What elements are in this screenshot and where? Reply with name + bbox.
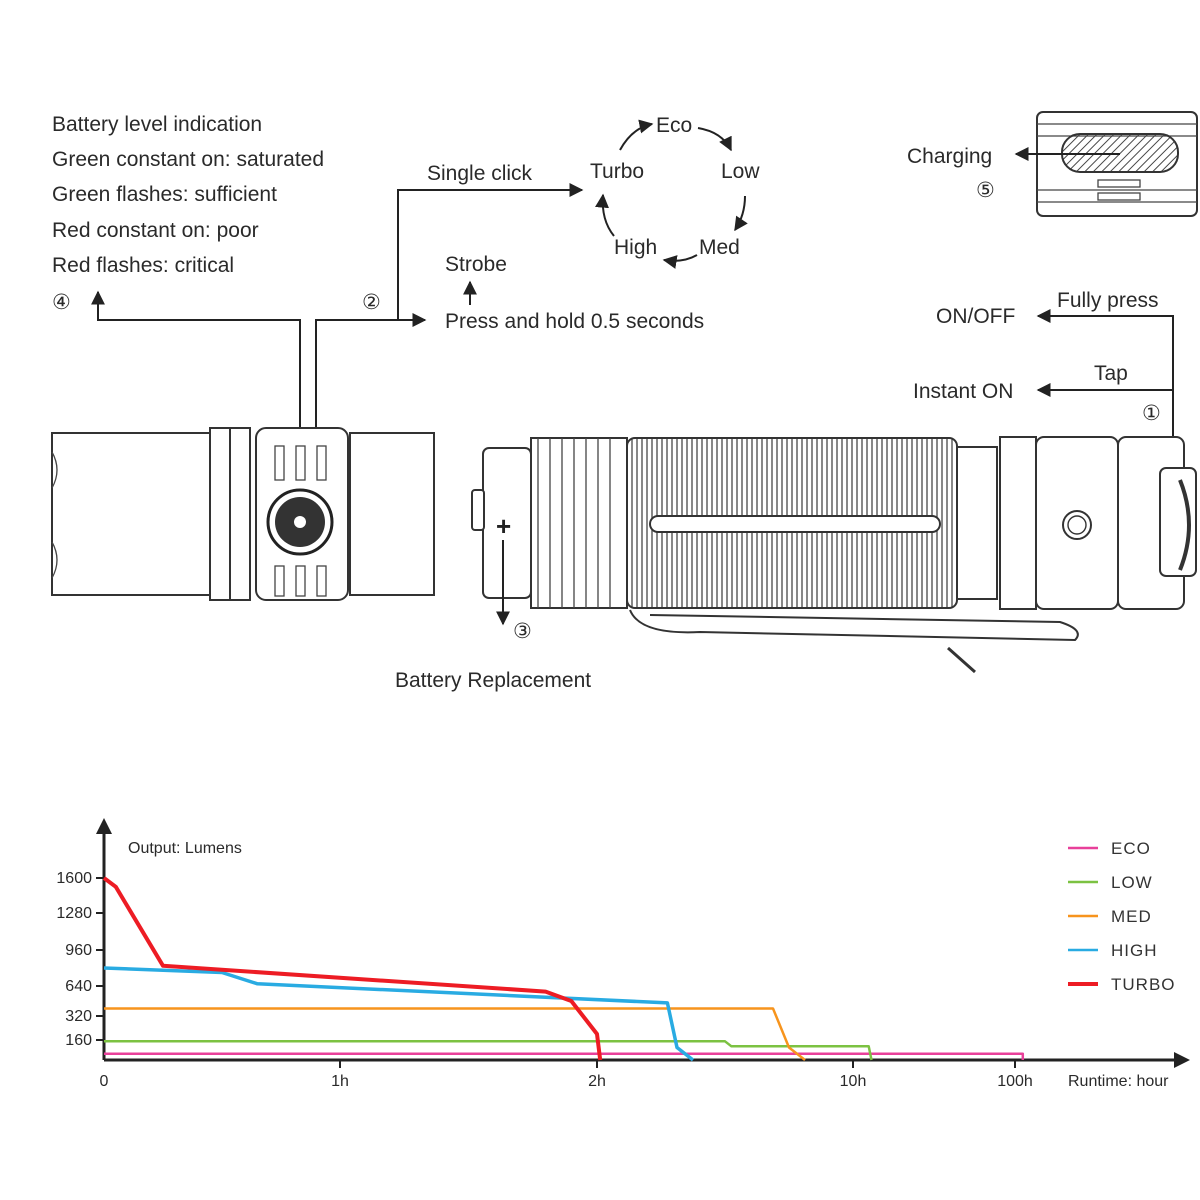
charging-label: Charging	[907, 145, 992, 168]
chart-y-tick-label: 960	[65, 942, 92, 959]
battery-indicator-connector	[91, 290, 301, 500]
battery-indicator-title: Battery level indication	[52, 113, 262, 136]
legend-label-med: MED	[1111, 907, 1152, 926]
battery-plus-sign: +	[496, 511, 511, 541]
chart-x-tick-label: 1h	[331, 1073, 349, 1090]
marker-3: ③	[513, 620, 532, 643]
mode-cycle: Eco Low Med High Turbo	[590, 114, 760, 269]
legend-label-high: HIGH	[1111, 941, 1158, 960]
chart-x-tick-label: 10h	[840, 1073, 867, 1090]
fully-press-label: Fully press	[1057, 289, 1159, 312]
chart-y-tick-label: 320	[65, 1008, 92, 1025]
chart-y-tick-label: 1600	[56, 870, 92, 887]
mode-low: Low	[721, 160, 760, 183]
legend-label-eco: ECO	[1111, 839, 1151, 858]
chart-y-axis-arrow	[96, 818, 112, 834]
chart-y-tick-label: 160	[65, 1032, 92, 1049]
mode-med: Med	[699, 236, 740, 259]
flashlight-body-illustration: +	[471, 436, 1197, 674]
charging-port-illustration	[1036, 111, 1198, 217]
strobe-label: Strobe	[445, 253, 507, 276]
mode-turbo: Turbo	[590, 160, 644, 183]
flashlight-diagram: Battery level indication Green constant …	[51, 111, 1198, 692]
single-click-connector	[397, 183, 584, 320]
single-click-label: Single click	[427, 162, 533, 185]
chart-y-tick-label: 1280	[56, 905, 92, 922]
series-line-med	[104, 1007, 806, 1061]
battery-replacement-label: Battery Replacement	[395, 669, 591, 692]
marker-4: ④	[52, 291, 71, 314]
chart-x-tick-label: 100h	[997, 1073, 1033, 1090]
instant-on-label: Instant ON	[913, 380, 1013, 403]
battery-indicator-line: Red constant on: poor	[52, 219, 259, 242]
chart-y-axis-label: Output: Lumens	[128, 840, 242, 857]
flashlight-head-illustration	[51, 427, 435, 601]
press-hold-label: Press and hold 0.5 seconds	[445, 310, 704, 333]
tap-label: Tap	[1094, 362, 1128, 385]
mode-eco: Eco	[656, 114, 692, 137]
marker-2: ②	[362, 291, 381, 314]
series-line-turbo	[102, 876, 603, 1061]
chart-x-tick-label: 2h	[588, 1073, 606, 1090]
fully-press-connector	[1036, 309, 1174, 440]
chart-x-axis-label: Runtime: hour	[1068, 1073, 1169, 1090]
battery-indicator-line: Red flashes: critical	[52, 254, 234, 277]
marker-1: ①	[1142, 402, 1161, 425]
battery-indicator-line: Green flashes: sufficient	[52, 183, 277, 206]
mode-high: High	[614, 236, 657, 259]
chart-x-tick-label: 0	[100, 1073, 109, 1090]
chart-x-axis-arrow	[1174, 1052, 1190, 1068]
series-line-high	[103, 966, 695, 1062]
chart-series	[102, 876, 1025, 1062]
series-line-low	[104, 1040, 873, 1061]
marker-5: ⑤	[976, 179, 995, 202]
legend-label-low: LOW	[1111, 873, 1153, 892]
chart-y-tick-label: 640	[65, 978, 92, 995]
chart-legend: ECO LOW MED HIGH TURBO	[1068, 839, 1176, 994]
legend-label-turbo: TURBO	[1111, 975, 1176, 994]
series-line-eco	[104, 1052, 1025, 1060]
on-off-label: ON/OFF	[936, 305, 1015, 328]
battery-indicator-line: Green constant on: saturated	[52, 148, 324, 171]
